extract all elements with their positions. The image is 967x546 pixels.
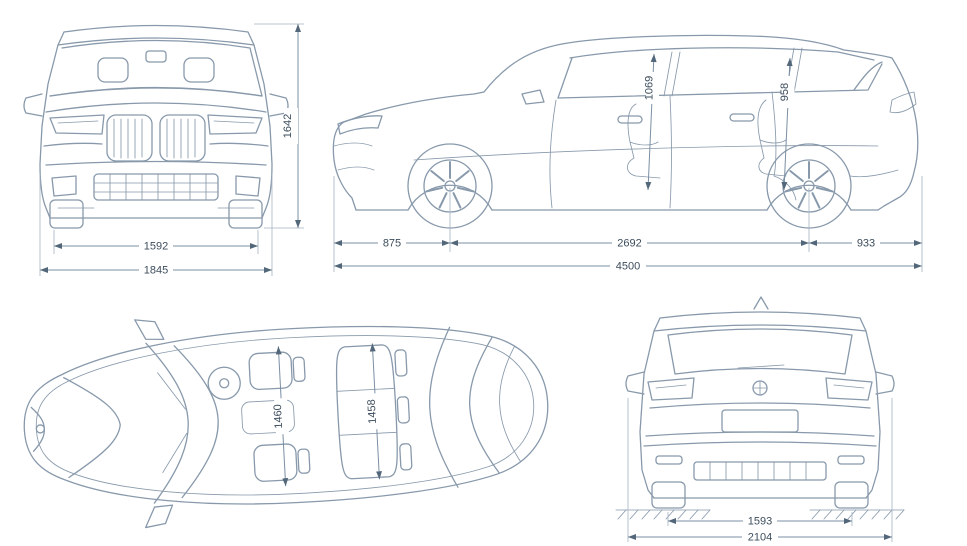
headlight-left <box>49 114 105 135</box>
rear-wheel-right <box>834 481 869 509</box>
center-console <box>241 399 295 435</box>
taillight-side <box>889 91 917 114</box>
side-view-car-body <box>332 34 919 229</box>
headlight-right <box>207 114 263 135</box>
dim-front-track-label: 1592 <box>144 241 168 253</box>
kidney-grille-right <box>159 114 206 162</box>
dim-overall-length-label: 4500 <box>616 261 640 273</box>
dim-front-height-label: 1642 <box>282 114 294 138</box>
rear-view-panel: 1593 2104 <box>588 284 933 546</box>
front-wheel-left <box>49 199 84 229</box>
dim-rear-track-label: 1593 <box>748 516 772 528</box>
top-view-drawing: 1460 1458 <box>23 319 549 529</box>
ground-line <box>615 509 905 520</box>
side-mirror-right <box>875 371 895 395</box>
dim-rear-overhang-label: 933 <box>857 238 875 250</box>
dim-cabin-front-label: 1460 <box>272 404 285 429</box>
wipers <box>157 372 188 474</box>
side-mirror-left <box>23 93 43 117</box>
side-mirror-left <box>625 371 645 395</box>
door-handle-rear <box>729 113 755 122</box>
rear-view-dimensions: 1593 2104 <box>627 398 893 544</box>
front-view-dimensions: 1592 1845 1642 <box>39 23 304 277</box>
hood-roundel <box>35 424 45 434</box>
side-mirror <box>521 89 545 105</box>
dim-front-overhang-label: 875 <box>383 238 401 250</box>
headrest-right <box>183 57 215 83</box>
reflector-right <box>837 455 865 465</box>
kidney-grille-left <box>106 114 153 162</box>
lower-air-intake <box>93 173 219 201</box>
door-handle-front <box>617 115 643 124</box>
rear-window <box>667 328 853 375</box>
rear-diffuser <box>693 461 827 481</box>
dim-cabin-rear-label: 1458 <box>366 399 379 424</box>
top-view-panel: 1460 1458 <box>2 288 570 546</box>
rear-view-car-body <box>625 296 895 509</box>
rearview-mirror <box>145 50 167 63</box>
rear-wheel-left <box>651 481 686 509</box>
reflector-left <box>655 455 683 465</box>
roof-antenna <box>753 296 769 310</box>
rear-bench <box>335 344 413 480</box>
front-seats <box>248 351 311 482</box>
dim-interior-height-rear-label: 958 <box>779 83 791 101</box>
front-view-panel: 1592 1845 1642 <box>6 2 311 284</box>
steering-wheel <box>207 366 241 400</box>
headlight-side <box>337 115 383 135</box>
license-plate-area <box>721 409 799 433</box>
dim-front-width-label: 1845 <box>144 265 168 277</box>
dim-interior-height-front-label: 1069 <box>644 76 656 100</box>
dim-wheelbase-label: 2692 <box>617 238 641 250</box>
side-view-drawing: 1069 958 875 2692 933 4500 <box>332 34 923 273</box>
taillight-right <box>825 377 873 401</box>
top-view-dimensions: 1460 1458 <box>272 343 383 487</box>
headrest-left <box>97 57 129 83</box>
rear-wiper <box>737 364 785 369</box>
front-view-drawing: 1592 1845 1642 <box>23 23 304 277</box>
rear-roundel <box>752 380 768 396</box>
dim-width-mirrors-label: 2104 <box>748 532 772 544</box>
front-view-car-body <box>23 24 289 229</box>
side-view-dimensions: 1069 958 875 2692 933 4500 <box>333 53 923 273</box>
side-view-panel: 1069 958 875 2692 933 4500 <box>318 0 963 285</box>
top-mirror-left <box>134 319 165 340</box>
rear-view-drawing: 1593 2104 <box>615 296 905 544</box>
front-wheel-right <box>228 199 263 229</box>
top-mirror-right <box>144 504 174 529</box>
taillight-left <box>647 377 695 401</box>
